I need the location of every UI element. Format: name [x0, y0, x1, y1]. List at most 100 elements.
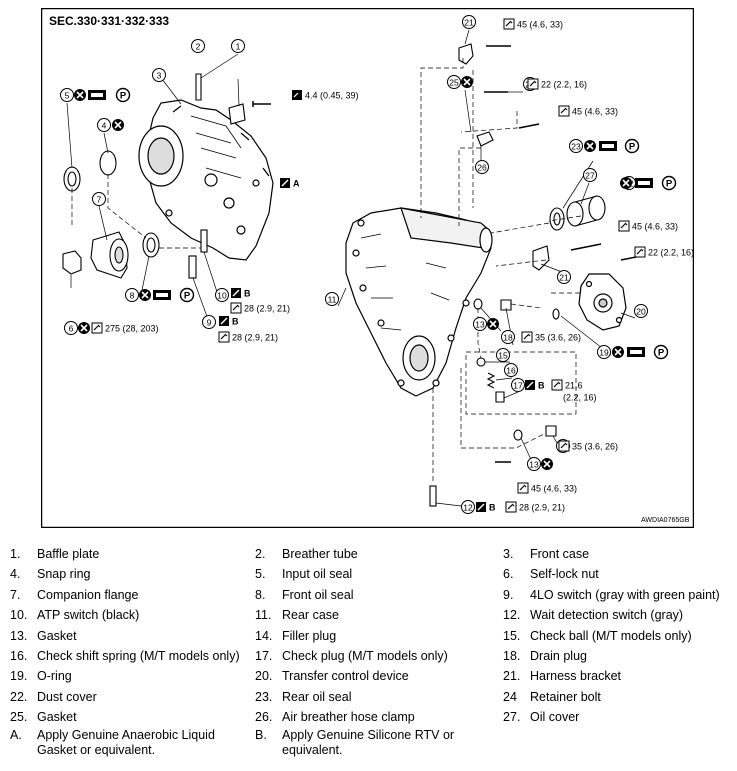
sealant-icon: A: [280, 178, 300, 189]
grease-icon: [627, 347, 645, 357]
callout-21: 21: [462, 15, 476, 29]
torque-spec: 275 (28, 203): [105, 324, 159, 334]
legend-row: 16.Check shift spring (M/T models only)1…: [10, 646, 730, 666]
sealant-letter: A: [293, 179, 300, 189]
legend-number: 9.: [503, 587, 514, 602]
callout-label: 3: [157, 70, 162, 80]
torque-icon: [618, 220, 630, 232]
legend-number: 5.: [255, 567, 266, 582]
legend-text: Check plug (M/T models only): [282, 648, 448, 663]
legend-number: 11.: [255, 608, 272, 623]
torque-spec: 35 (3.6, 26): [535, 333, 581, 343]
section-title: SEC.330·331·332·333: [49, 14, 169, 28]
callout-label: 21: [464, 17, 474, 27]
legend-number: 8.: [255, 587, 266, 602]
legend-text: Baffle plate: [37, 547, 100, 561]
callout-label: 13: [529, 459, 539, 469]
legend-text: Wait detection switch (gray): [530, 608, 684, 623]
callout-label: 21: [559, 272, 569, 282]
legend-text: Transfer control device: [282, 669, 409, 684]
callout-25: 25: [447, 75, 461, 89]
small-parts: [62, 43, 606, 507]
callout-16: 16: [504, 363, 518, 377]
legend-number: 21.: [503, 669, 521, 684]
legend-text: ATP switch (black): [37, 608, 140, 623]
replace-icon: [461, 76, 473, 88]
callout-27: 27: [583, 168, 597, 182]
figure-code: AWDIA0765GB: [641, 517, 690, 524]
torque-icon: [218, 331, 230, 343]
callout-label: 26: [477, 162, 487, 172]
torque-icon: [230, 302, 242, 314]
bolts: [484, 45, 642, 463]
torque-spec: 22 (2.2, 16): [541, 80, 587, 90]
legend-number: 20.: [255, 669, 273, 684]
legend-text: Gasket: [37, 628, 77, 643]
replace-icon: [78, 322, 90, 334]
callout-13: 13: [473, 317, 487, 331]
callout-label: 25: [449, 77, 459, 87]
legend-text: Gasket: [37, 710, 77, 725]
callout-label: 16: [506, 365, 516, 375]
torque-spec: 45 (4.6, 33): [572, 107, 618, 117]
torque-icon: [558, 105, 570, 117]
mt-models-box: [465, 351, 577, 415]
petroleum-jelly-icon: P: [661, 175, 677, 191]
torque-icon: [558, 440, 570, 452]
torque-spec: 45 (4.6, 33): [531, 484, 577, 494]
legend-text: Retainer bolt: [530, 689, 601, 704]
callout-label: 23: [571, 141, 581, 151]
legend-text: Front oil seal: [282, 587, 354, 602]
callout-13: 13: [527, 457, 541, 471]
legend-text: Air breather hose clamp: [282, 710, 415, 725]
svg-text:P: P: [184, 291, 191, 302]
replace-icon: [139, 289, 151, 301]
torque-spec: 28 (2.9, 21): [519, 503, 565, 513]
legend-text: Check shift spring (M/T models only): [37, 648, 240, 663]
legend-number: 23.: [255, 689, 273, 704]
callout-19: 19: [597, 345, 611, 359]
legend-text: Rear oil seal: [282, 689, 352, 704]
legend-number: 16.: [10, 648, 28, 663]
callout-4: 4: [97, 118, 111, 132]
torque-icon: [505, 501, 517, 513]
callout-8: 8: [125, 288, 139, 302]
callout-label: 15: [498, 350, 508, 360]
torque-spec: 4.4 (0.45, 39): [305, 91, 359, 101]
svg-text:P: P: [666, 179, 673, 190]
torque-spec: 45 (4.6, 33): [517, 20, 563, 30]
legend-text: Self-lock nut: [530, 567, 599, 582]
legend-text: Dust cover: [37, 689, 97, 704]
legend-number: 6.: [503, 567, 514, 582]
callout-12: 12: [461, 500, 475, 514]
svg-text:P: P: [629, 142, 636, 153]
svg-text:P: P: [120, 91, 127, 102]
torque-spec: 28 (2.9, 21): [244, 304, 290, 314]
torque-icon: [551, 379, 563, 391]
torque-icon: [503, 18, 515, 30]
callout-18: 18: [501, 330, 515, 344]
legend-text: Front case: [530, 547, 590, 561]
callout-21: 21: [557, 270, 571, 284]
torque-spec: 35 (3.6, 26): [572, 442, 618, 452]
replace-icon: [487, 318, 499, 330]
callout-label: 10: [217, 290, 227, 300]
torque-spec: 45 (4.6, 33): [632, 222, 678, 232]
sealant-icon: B: [476, 502, 496, 513]
legend-text: Rear case: [282, 608, 339, 623]
torque-spec: 28 (2.9, 21): [232, 333, 278, 343]
replace-icon: [541, 458, 553, 470]
legend-number: 1.: [10, 547, 21, 561]
petroleum-jelly-icon: P: [179, 287, 195, 303]
legend-text: Input oil seal: [282, 567, 353, 582]
replace-icon: [620, 177, 632, 189]
callout-label: 17: [513, 380, 523, 390]
petroleum-jelly-icon: P: [624, 138, 640, 154]
callout-label: 9: [207, 317, 212, 327]
